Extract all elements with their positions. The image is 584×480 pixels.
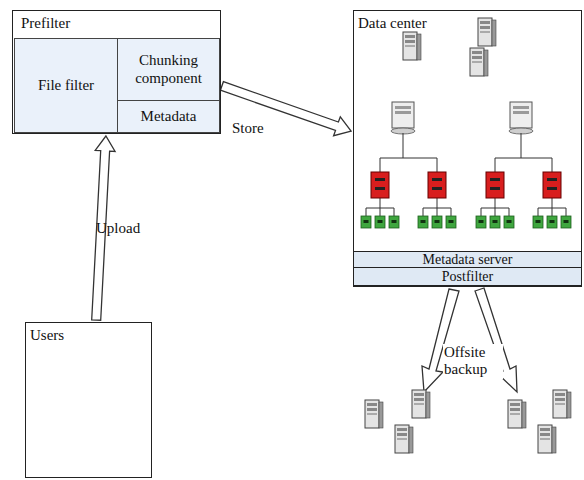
inner-box: Postfilter xyxy=(353,267,582,286)
node-label: Chunking component xyxy=(122,52,215,87)
group-box: Data centerMetadata serverPostfilter xyxy=(353,10,582,287)
inner-box: File filter xyxy=(14,38,118,133)
group-box: PrefilterFile filter Chunking componentMe… xyxy=(12,10,221,134)
node-label: File filter xyxy=(38,77,94,94)
note-label: Offsite backup xyxy=(443,344,503,379)
node-label: Prefilter xyxy=(21,15,70,32)
node-label: Users xyxy=(30,327,64,344)
node-label: Postfilter xyxy=(442,270,493,284)
backup-arrow xyxy=(422,288,517,392)
node-label: Metadata server xyxy=(423,253,513,267)
node-label: Metadata xyxy=(141,108,197,125)
node-label: Data center xyxy=(358,15,427,32)
group-box: Users xyxy=(25,322,152,478)
inner-box: Chunking component xyxy=(117,38,220,101)
edge-label: Store xyxy=(232,120,264,137)
edge-label: Upload xyxy=(96,220,140,237)
inner-box: Metadata server xyxy=(353,251,582,268)
inner-box: Metadata xyxy=(117,100,220,133)
